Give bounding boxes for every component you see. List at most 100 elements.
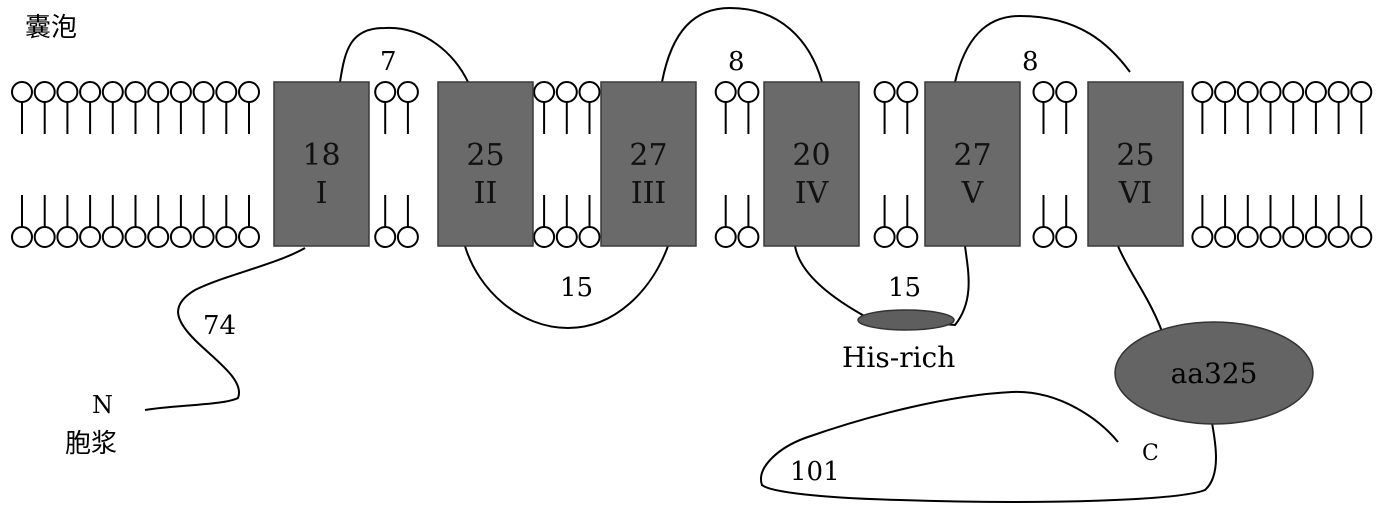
lipid-head bbox=[147, 81, 170, 103]
lipid-head bbox=[1259, 226, 1282, 248]
lipid-head bbox=[1282, 226, 1305, 248]
helix-residue-count: 25 bbox=[466, 138, 504, 173]
lipid-head bbox=[101, 81, 124, 103]
lipid-head bbox=[1304, 226, 1327, 248]
helix-residue-count: 27 bbox=[953, 138, 991, 173]
c-tail-length: 101 bbox=[790, 457, 840, 487]
helix-v bbox=[924, 81, 1021, 247]
lipid-head bbox=[1032, 226, 1055, 248]
lipid-head bbox=[1350, 226, 1373, 248]
lipid-head bbox=[79, 226, 102, 248]
lipid-head bbox=[147, 226, 170, 248]
lipid-head bbox=[192, 81, 215, 103]
lipid-head bbox=[1350, 81, 1373, 103]
lipid-head bbox=[555, 226, 578, 248]
lipid-head bbox=[737, 226, 760, 248]
loop-1-2 bbox=[339, 26, 469, 83]
helix-vi bbox=[1087, 81, 1184, 247]
lipid-head bbox=[124, 81, 147, 103]
loop-5-6-length: 8 bbox=[1022, 47, 1039, 77]
c-terminus-label: C bbox=[1142, 441, 1159, 466]
c-terminal-tail bbox=[760, 390, 1217, 503]
lipid-head bbox=[101, 226, 124, 248]
lipid-head bbox=[374, 81, 397, 103]
lipid-head bbox=[873, 81, 896, 103]
n-terminal-tail bbox=[144, 247, 306, 411]
helix-residue-count: 18 bbox=[302, 138, 340, 173]
helix-residue-count: 25 bbox=[1116, 138, 1154, 173]
lipid-head bbox=[578, 81, 601, 103]
loop-1-2-length: 7 bbox=[380, 47, 397, 77]
helix-ii bbox=[437, 81, 534, 247]
lipid-head bbox=[374, 226, 397, 248]
lipid-head bbox=[896, 226, 919, 248]
helix-residue-count: 20 bbox=[792, 138, 830, 173]
helix-i bbox=[273, 81, 370, 247]
vi-to-aa325-link bbox=[1117, 245, 1166, 341]
helix-numeral: V bbox=[961, 176, 985, 211]
lipid-head bbox=[79, 81, 102, 103]
his-rich-label: His-rich bbox=[842, 341, 955, 374]
lipid-head bbox=[192, 226, 215, 248]
lipid-bilayer bbox=[11, 81, 1373, 248]
lipid-head bbox=[396, 81, 419, 103]
helix-numeral: II bbox=[474, 176, 498, 211]
lipid-head bbox=[714, 226, 737, 248]
lipid-head bbox=[1327, 81, 1350, 103]
loop-2-3-length: 15 bbox=[560, 273, 593, 303]
loop-3-4-length: 8 bbox=[728, 47, 745, 77]
lipid-head bbox=[396, 226, 419, 248]
lipid-head bbox=[56, 81, 79, 103]
aa325-site bbox=[1114, 321, 1314, 425]
lipid-head bbox=[238, 81, 260, 103]
lipid-head bbox=[124, 226, 147, 248]
lipid-head bbox=[896, 81, 919, 103]
loop-5-6 bbox=[954, 14, 1131, 83]
lipid-head bbox=[1236, 226, 1259, 248]
lipid-head bbox=[1236, 81, 1259, 103]
helix-numeral: VI bbox=[1118, 176, 1153, 211]
vesicle-label: 囊泡 bbox=[25, 13, 77, 43]
helix-residue-count: 27 bbox=[629, 138, 667, 173]
lipid-head bbox=[1055, 226, 1078, 248]
lipid-head bbox=[737, 81, 760, 103]
lipid-head bbox=[169, 81, 192, 103]
loop-3-4 bbox=[661, 6, 823, 83]
lipid-head bbox=[1327, 226, 1350, 248]
lipid-head bbox=[11, 226, 33, 248]
lipid-head bbox=[1191, 226, 1214, 248]
loop-4-5-length: 15 bbox=[888, 273, 921, 303]
helix-numeral: I bbox=[316, 176, 328, 211]
lipid-head bbox=[1282, 81, 1305, 103]
lipid-head bbox=[1259, 81, 1282, 103]
lipid-head bbox=[215, 226, 238, 248]
n-terminus-label: N bbox=[92, 391, 113, 419]
lipid-head bbox=[555, 81, 578, 103]
lipid-head bbox=[11, 81, 33, 103]
cytoplasm-label: 胞浆 bbox=[65, 429, 117, 459]
lipid-head bbox=[56, 226, 79, 248]
helix-numeral: IV bbox=[795, 176, 830, 211]
n-tail-length: 74 bbox=[203, 311, 236, 341]
lipid-head bbox=[1214, 226, 1237, 248]
loop-2-3 bbox=[464, 245, 669, 330]
lipid-head bbox=[1191, 81, 1214, 103]
lipid-head bbox=[714, 81, 737, 103]
lipid-head bbox=[215, 81, 238, 103]
helix-iv bbox=[763, 81, 860, 247]
lipid-head bbox=[1304, 81, 1327, 103]
aa325-label: aa325 bbox=[1171, 357, 1258, 390]
lipid-head bbox=[578, 226, 601, 248]
lipid-head bbox=[1055, 81, 1078, 103]
lipid-head bbox=[238, 226, 260, 248]
lipid-head bbox=[1032, 81, 1055, 103]
lipid-head bbox=[533, 226, 556, 248]
lipid-head bbox=[1214, 81, 1237, 103]
lipid-head bbox=[33, 81, 56, 103]
lipid-head bbox=[873, 226, 896, 248]
helix-numeral: III bbox=[631, 176, 667, 211]
his-rich-region bbox=[857, 309, 955, 331]
lipid-head bbox=[33, 226, 56, 248]
